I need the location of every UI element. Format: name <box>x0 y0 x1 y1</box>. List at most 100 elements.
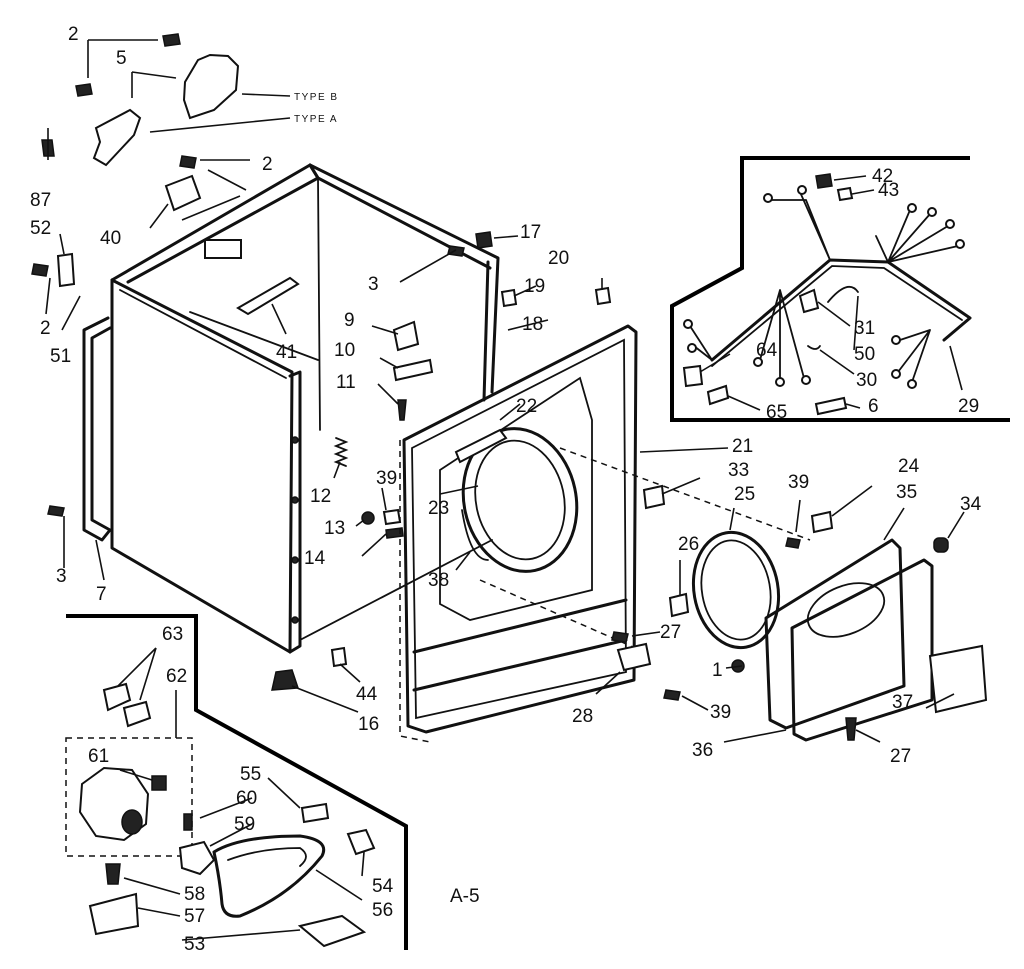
callout-29: 29 <box>958 396 979 417</box>
callout-60: 60 <box>236 788 257 809</box>
door-frame-36 <box>764 538 906 730</box>
callout-3a: 3 <box>368 274 379 295</box>
callout-18: 18 <box>522 314 543 335</box>
door-group <box>595 485 988 743</box>
clamp-31 <box>798 288 820 314</box>
motor-group <box>65 614 408 950</box>
switch-9 <box>392 320 420 352</box>
bracket-40 <box>164 174 202 212</box>
callout-57: 57 <box>184 906 205 927</box>
callout-40: 40 <box>100 228 121 249</box>
callout-55: 55 <box>240 764 261 785</box>
callout-labels: 2587522402511720193189101141123913143722… <box>30 24 982 955</box>
front-leaders <box>439 403 729 571</box>
callout-23: 23 <box>428 498 449 519</box>
motor-panel-frame <box>66 614 408 950</box>
screw-27-top <box>611 631 629 643</box>
screw-39-low <box>663 689 681 701</box>
nut-13 <box>361 511 375 525</box>
callout-2c: 2 <box>40 318 51 339</box>
motor-leaders <box>117 647 365 941</box>
screw-14 <box>385 527 404 539</box>
screw-58 <box>105 863 121 885</box>
callout-44: 44 <box>356 684 378 705</box>
callout-7: 7 <box>96 584 107 605</box>
screw-2-left <box>75 83 93 97</box>
front-panel-inner-border <box>411 338 627 720</box>
screw-3-lower <box>47 505 65 517</box>
harness-terminals <box>683 185 965 389</box>
callout-13: 13 <box>324 518 345 539</box>
leader-5 <box>131 71 177 98</box>
callout-53: 53 <box>184 934 205 955</box>
clip-50 <box>827 285 859 303</box>
callout-17: 17 <box>520 222 541 243</box>
cover-plate-type-a <box>92 108 142 167</box>
screw-11 <box>397 399 407 421</box>
cabinet-inner-edges <box>189 177 493 641</box>
clip-39-left <box>382 508 402 526</box>
callout-27b: 27 <box>890 746 911 767</box>
callout-35: 35 <box>896 482 917 503</box>
bracket-52 <box>56 252 76 288</box>
type-label-group: TYPE B TYPE A A-5 <box>294 92 480 907</box>
screw-27-low <box>845 717 857 741</box>
cover-plate-type-b <box>182 53 240 120</box>
harness-branch-wires <box>689 191 959 383</box>
clip-63-a <box>102 682 132 712</box>
callout-51: 51 <box>50 346 71 367</box>
callout-25: 25 <box>734 484 755 505</box>
callout-37: 37 <box>892 692 913 713</box>
callout-11: 11 <box>336 372 356 393</box>
terminal-65 <box>706 384 730 406</box>
connector-64 <box>682 364 704 388</box>
bracket-53 <box>297 914 367 948</box>
screw-60 <box>183 813 193 831</box>
side-strap-7 <box>82 316 112 542</box>
callout-31: 31 <box>854 318 875 339</box>
hinge-33 <box>642 484 666 510</box>
cover-plates-group <box>75 33 291 167</box>
callout-50: 50 <box>854 344 875 365</box>
lower-panel-strip <box>412 598 628 692</box>
callout-42: 42 <box>872 166 893 187</box>
front-panel-recess <box>439 376 593 621</box>
callout-52: 52 <box>30 218 51 239</box>
callout-41: 41 <box>276 342 297 363</box>
door-leaders <box>595 485 965 743</box>
cabinet-front-post <box>288 370 302 654</box>
callout-39c: 39 <box>710 702 731 723</box>
callout-14: 14 <box>304 548 326 569</box>
clip-19 <box>500 288 518 308</box>
callout-64: 64 <box>756 340 778 361</box>
callout-62: 62 <box>166 666 187 687</box>
callout-36: 36 <box>692 740 713 761</box>
motor-shaft-end <box>121 809 143 835</box>
callout-54: 54 <box>372 876 394 897</box>
callout-21: 21 <box>732 436 753 457</box>
door-front-35 <box>790 558 934 742</box>
motor-terminal <box>151 775 167 791</box>
bracket-6 <box>814 396 848 416</box>
leader-2 <box>87 39 158 78</box>
cabinet-vent-slot <box>204 239 242 259</box>
clip-30 <box>807 345 821 350</box>
callout-87: 87 <box>30 190 51 211</box>
leader-type-b <box>241 93 291 97</box>
front-panel-group <box>399 324 811 743</box>
screw-39-door <box>785 537 801 549</box>
callout-61: 61 <box>88 746 109 767</box>
switch-10 <box>392 358 434 382</box>
callout-39b: 39 <box>788 472 809 493</box>
callout-6: 6 <box>868 396 879 417</box>
door-window <box>806 582 886 638</box>
door-seal-38 <box>461 509 489 561</box>
bracket-41 <box>236 276 300 316</box>
callout-12: 12 <box>310 486 331 507</box>
callout-3b: 3 <box>56 566 67 587</box>
screw-42 <box>815 173 833 189</box>
harness-leaders <box>699 175 963 411</box>
motor-subassembly-box <box>65 737 193 857</box>
spring-12 <box>333 437 349 467</box>
